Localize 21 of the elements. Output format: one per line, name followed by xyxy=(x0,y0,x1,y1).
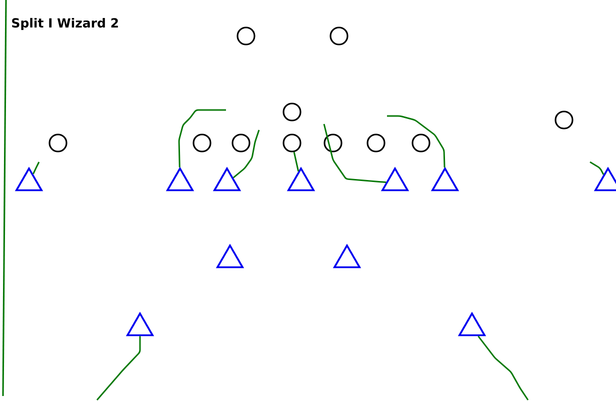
route-line xyxy=(96,336,141,400)
player-circle xyxy=(330,26,348,46)
player-circle xyxy=(48,134,68,152)
route-line xyxy=(178,109,226,168)
route-line xyxy=(387,115,446,168)
title: Split I Wizard 2 xyxy=(12,18,118,30)
player-circle xyxy=(232,134,250,152)
player-circle xyxy=(282,102,302,122)
route-line xyxy=(232,130,260,178)
route-line xyxy=(478,336,529,400)
route-line xyxy=(323,124,386,184)
player-circle xyxy=(324,134,342,152)
player-circle xyxy=(554,110,574,130)
route-line xyxy=(32,162,40,174)
player-circle xyxy=(366,134,386,152)
route-line xyxy=(590,161,604,175)
route-line xyxy=(293,152,300,172)
player-circle xyxy=(282,134,302,152)
player-circle xyxy=(412,134,430,152)
player-circle xyxy=(192,134,212,152)
player-circle xyxy=(236,26,256,46)
